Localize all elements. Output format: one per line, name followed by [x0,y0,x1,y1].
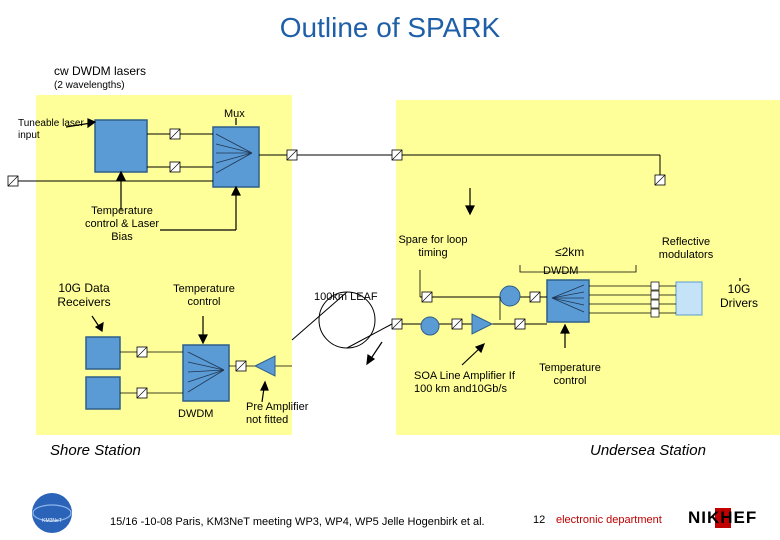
bracket-2km [519,265,637,273]
department-label: electronic department [556,514,662,526]
temp-bias-label: Temperature control & Laser Bias [85,205,159,244]
cw-lasers-label: cw DWDM lasers [54,64,146,78]
mux-label: Mux [224,108,245,120]
preamp-label: Pre Amplifier not fitted [246,401,309,427]
dwdm-shore-label: DWDM [178,408,214,420]
soa-amplifier [471,313,494,335]
laser-box [94,119,148,173]
undersea-station-label: Undersea Station [590,442,706,459]
nikhef-logo-icon [715,508,731,528]
receivers-label: 10G Data Receivers [57,281,111,310]
mux-lines [215,133,253,174]
spare-label: Spare for loop timing [398,234,468,260]
temp-control-sea-label: Temperature control [539,362,601,388]
km3net-logo-icon [32,493,72,533]
pre-amplifier [253,355,276,377]
temp-control-shore-label: Temperature control [173,283,235,309]
shore-dwdm-box [182,344,230,402]
arrow-soa [461,347,481,366]
circulator-upper [499,285,521,307]
le2km-label: ≤2km [555,245,585,259]
drivers-label: 10G Drivers [720,282,758,311]
footer-meeting: 15/16 -10-08 Paris, KM3NeT meeting WP3, … [110,516,485,528]
wavelengths-label: (2 wavelengths) [54,80,125,91]
undersea-dwdm-box [546,279,590,323]
shore-station-label: Shore Station [50,442,141,459]
dwdm-sea-label: DWDM [543,265,579,277]
tuneable-label: Tuneable laser input [18,118,84,141]
undersea-station-area [396,100,780,435]
km3net-logo-text: KM3NeT [42,518,62,524]
soa-label: SOA Line Amplifier If 100 km and10Gb/s [414,370,515,396]
page-number: 12 [533,514,546,526]
leaf-label: 100km LEAF [314,291,378,303]
receiver-box-2 [85,376,121,410]
page-title: Outline of SPARK [279,12,501,43]
nikhef-logo-text: NIKHEF [688,508,758,527]
reflective-label: Reflective modulators [658,236,714,262]
circulator-lower [420,316,440,336]
modulator-connectors [650,281,660,318]
modulator-box [675,281,703,316]
arrow-tuneable [65,122,92,128]
receiver-box-1 [85,336,121,370]
